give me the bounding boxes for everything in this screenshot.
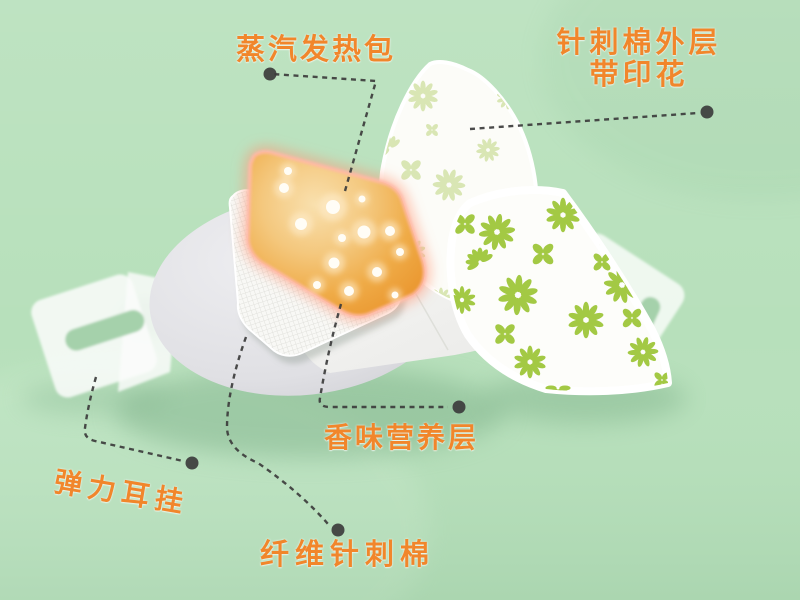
steam-heat-pack [241,145,431,323]
label-steam-heat-pack: 蒸汽发热包 [236,34,397,66]
leader-lines [83,67,714,537]
label-outer-layer-line2: 带印花 [589,59,689,91]
leader-dot-outer-layer [700,105,714,119]
label-outer-layer-line1: 针刺棉外层 [556,27,722,59]
leader-dot-scent-layer [452,400,466,414]
leader-heat-pack [271,72,378,192]
label-scent-layer: 香味营养层 [324,422,480,453]
label-fiber-cotton: 纤维针刺棉 [260,539,436,571]
cast-shadow [21,298,687,458]
leader-dot-ear-hook [185,456,199,470]
outer-layer-printed [446,186,672,396]
steam-dots [279,167,404,299]
leader-dot-heat-pack [263,67,277,81]
leader-ear-hook [83,376,184,463]
leader-dot-fiber-cotton [331,523,345,537]
leader-fiber-cotton [225,336,329,525]
label-outer-layer: 针刺棉外层 带印花 [538,27,740,91]
leader-scent-layer [318,303,448,409]
ear-hook-slot [65,310,145,351]
